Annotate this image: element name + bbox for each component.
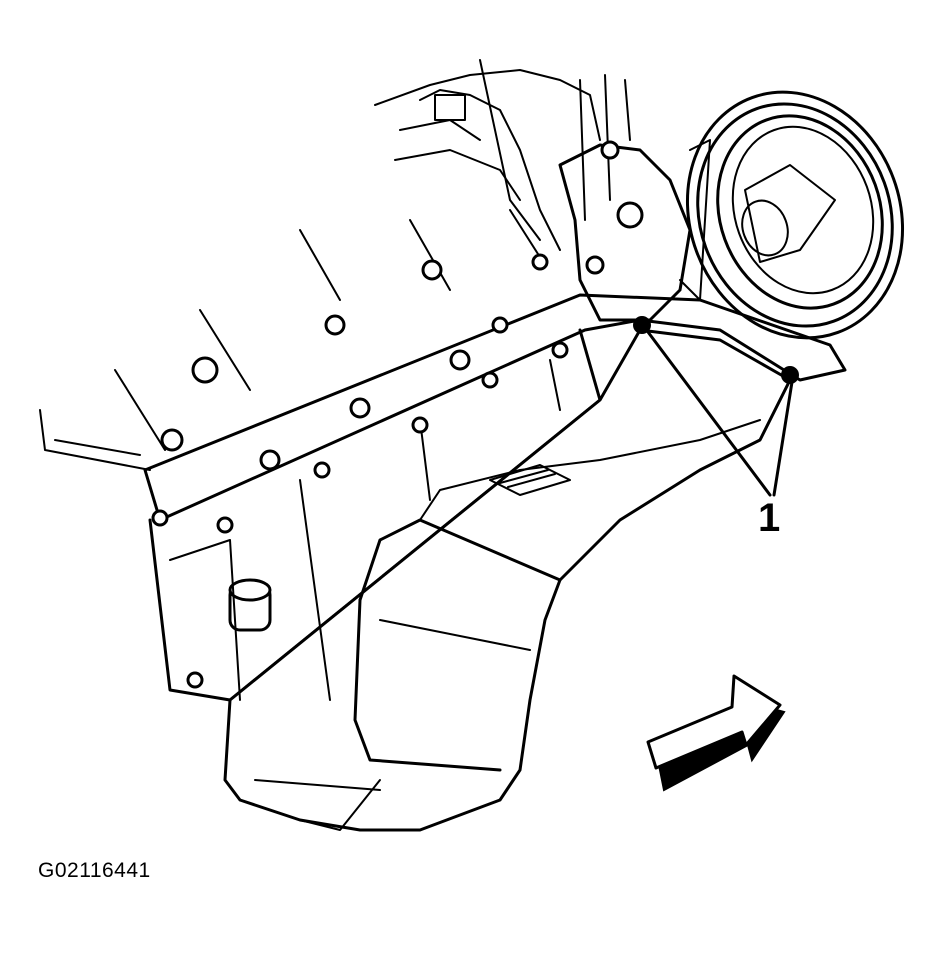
pan-bolt [151,509,169,527]
front-of-vehicle-arrow [646,674,786,792]
oil-pan-bolt-right [781,366,799,384]
pan-bolt [481,371,499,389]
pan-bolt [411,416,429,434]
cover-bolt [585,255,605,275]
pan-vent [489,464,571,496]
figure-id-label: G02116441 [38,859,151,882]
balancer-hub [741,199,789,257]
crankshaft-balancer [679,90,905,340]
callout-number-1: 1 [758,496,781,540]
engine-block-upper [39,59,631,471]
cover-bolt-hole [616,201,644,229]
cover-bolt [600,140,620,160]
sensor-bracket [434,94,466,121]
oil-pan-bolt-rear [633,316,651,334]
callout-1-leaders [646,330,794,497]
oil-pan-bolts [151,253,799,689]
front-cover [558,140,692,322]
pan-bolt [216,516,234,534]
oil-pan [143,293,847,832]
pan-bolt [551,341,569,359]
pan-bolt [313,461,331,479]
pan-bolt [186,671,204,689]
